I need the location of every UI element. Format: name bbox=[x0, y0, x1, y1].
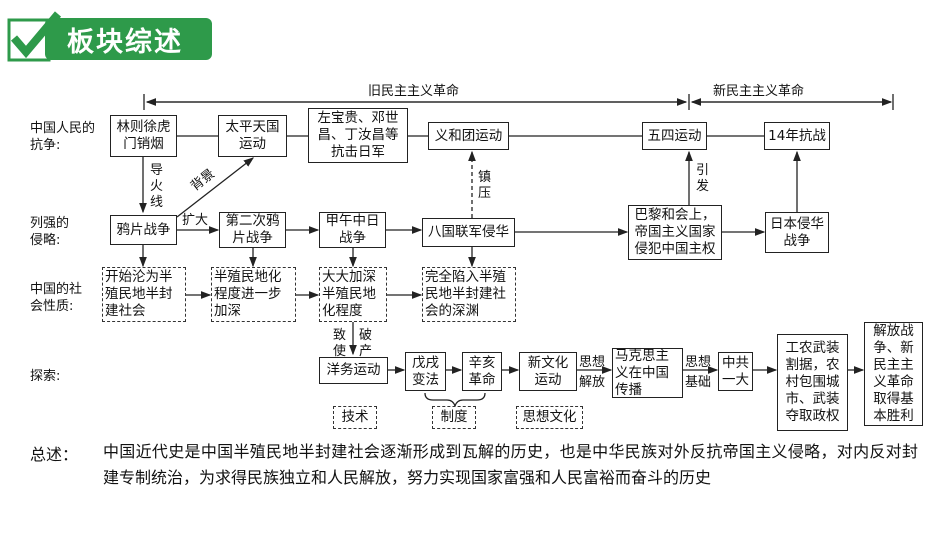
row-label-struggle: 中国人民的抗争: bbox=[30, 121, 96, 153]
category-box: 制度 bbox=[432, 406, 476, 429]
nature-box: 大大加深半殖民地化程度 bbox=[319, 267, 387, 322]
brace bbox=[424, 392, 486, 409]
label-expand: 扩大 bbox=[182, 213, 209, 228]
aggression-box: 鸦片战争 bbox=[110, 215, 177, 245]
aggression-box: 巴黎和会上，帝国主义国家侵犯中国主权 bbox=[628, 205, 722, 260]
row-label-aggression: 列强的侵略: bbox=[30, 216, 70, 248]
struggle-box: 太平天国运动 bbox=[218, 115, 287, 157]
nature-box: 半殖民地化程度进一步加深 bbox=[211, 267, 296, 322]
aggression-box: 八国联军侵华 bbox=[422, 218, 515, 247]
struggle-box: 左宝贵、邓世昌、丁汝昌等抗击日军 bbox=[308, 108, 408, 163]
section-title: 板块综述 bbox=[45, 18, 212, 60]
category-box: 技术 bbox=[333, 406, 377, 429]
label-fuse: 导火线 bbox=[150, 163, 164, 210]
explore-box: 解放战争、新民主主义革命取得基本胜利 bbox=[864, 322, 923, 426]
nature-box: 完全陷入半殖民地半封建社会的深渊 bbox=[422, 267, 516, 322]
struggle-box: 义和团运动 bbox=[428, 122, 509, 150]
label-cause: 致使 bbox=[333, 328, 347, 359]
timeline-old-label: 旧民主主义革命 bbox=[368, 84, 460, 99]
nature-box: 开始沦为半殖民地半封建社会 bbox=[102, 267, 186, 322]
explore-box: 辛亥革命 bbox=[462, 352, 502, 391]
timeline-new-label: 新民主主义革命 bbox=[713, 84, 805, 99]
row-label-nature: 中国的社会性质: bbox=[30, 282, 83, 314]
label-suppress: 镇压 bbox=[478, 170, 492, 201]
struggle-box: 14年抗战 bbox=[764, 122, 830, 150]
explore-box: 中共一大 bbox=[718, 352, 753, 391]
row-label-explore: 探索: bbox=[30, 369, 61, 384]
explore-box: 马克思主义在中国传播 bbox=[612, 348, 683, 398]
label-bankrupt: 破产 bbox=[359, 328, 373, 359]
category-box: 思想文化 bbox=[516, 406, 583, 429]
struggle-box: 五四运动 bbox=[642, 122, 707, 150]
explore-box: 洋务运动 bbox=[319, 357, 388, 384]
explore-box: 戊戌变法 bbox=[405, 352, 446, 391]
struggle-box: 林则徐虎门销烟 bbox=[110, 115, 177, 157]
explore-box: 新文化运动 bbox=[519, 352, 577, 391]
aggression-box: 日本侵华战争 bbox=[765, 212, 829, 253]
aggression-box: 第二次鸦片战争 bbox=[219, 212, 286, 248]
aggression-box: 甲午中日战争 bbox=[319, 212, 386, 248]
summary-text: 中国近代史是中国半殖民地半封建社会逐渐形成到瓦解的历史，也是中华民族对外反抗帝国… bbox=[103, 442, 918, 487]
label-basis: 思想基础 bbox=[685, 355, 712, 390]
summary-label: 总述： bbox=[30, 445, 79, 464]
label-trigger: 引发 bbox=[696, 163, 710, 194]
label-liberation: 思想解放 bbox=[579, 355, 606, 390]
explore-box: 工农武装割据，农村包围城市、武装夺取政权 bbox=[777, 334, 848, 431]
